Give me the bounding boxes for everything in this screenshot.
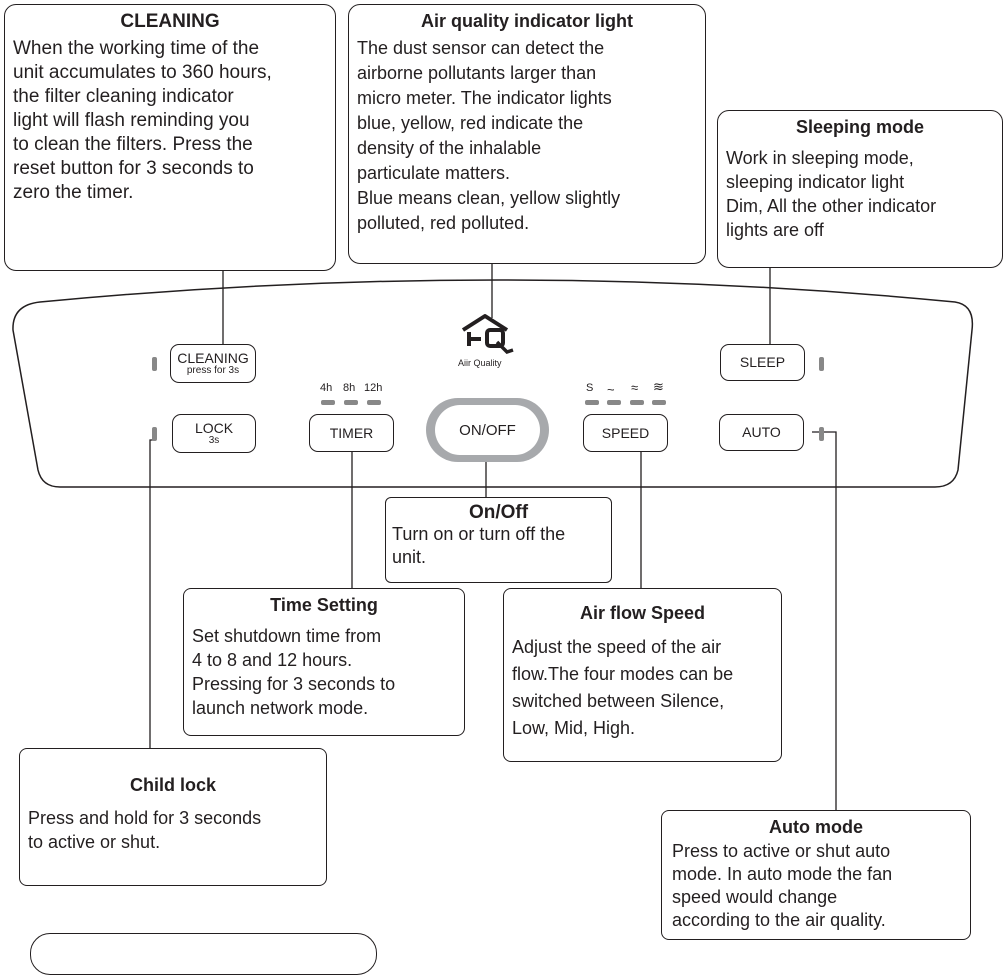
timer-indicator-8h <box>344 400 358 405</box>
speed-label-low: ~ <box>607 382 615 397</box>
cleaning-button-sublabel: press for 3s <box>186 365 240 376</box>
callout-text: Adjust the speed of the air flow.The fou… <box>512 637 734 738</box>
lock-button-label: LOCK <box>194 420 234 436</box>
cleaning-indicator-light <box>152 357 157 371</box>
speed-label-mid: ≈ <box>631 380 639 395</box>
logo-text: Aiir Quality <box>458 358 502 368</box>
speed-indicator-high <box>652 400 666 405</box>
callout-sleeping: Sleeping mode Work in sleeping mode, sle… <box>717 110 1003 268</box>
timer-indicator-12h <box>367 400 381 405</box>
connector-lines <box>12 263 974 810</box>
callout-cleaning: CLEANING When the working time of the un… <box>4 4 336 271</box>
callout-onoff: On/Off Turn on or turn off the unit. <box>385 497 612 583</box>
partial-box-edge <box>30 933 377 975</box>
lock-indicator-light <box>152 427 157 441</box>
timer-label-12h: 12h <box>364 382 383 394</box>
auto-connector <box>812 431 837 810</box>
lock-button[interactable]: LOCK 3s <box>172 414 256 453</box>
callout-title: Auto mode <box>769 817 863 837</box>
onoff-button[interactable]: ON/OFF <box>435 405 540 455</box>
air-quality-logo-icon <box>461 314 514 355</box>
auto-indicator-light <box>819 427 824 441</box>
lock-button-sublabel: 3s <box>208 435 220 446</box>
timer-button[interactable]: TIMER <box>309 414 394 452</box>
timer-label-4h: 4h <box>320 382 333 394</box>
callout-text: Set shutdown time from 4 to 8 and 12 hou… <box>192 626 396 718</box>
callout-title: Air flow Speed <box>579 603 705 623</box>
cleaning-button-label: CLEANING <box>177 350 249 366</box>
auto-button[interactable]: AUTO <box>719 414 804 451</box>
callout-time-setting: Time Setting Set shutdown time from 4 to… <box>183 588 465 736</box>
callout-title: Child lock <box>129 775 216 795</box>
control-panel-outline <box>12 279 974 488</box>
callout-text: Turn on or turn off the unit. <box>392 524 566 567</box>
sleep-button[interactable]: SLEEP <box>720 344 805 381</box>
speed-button-label: SPEED <box>601 424 650 441</box>
callout-title: On/Off <box>468 502 529 523</box>
timer-indicator-4h <box>321 400 335 405</box>
onoff-button-label: ON/OFF <box>459 421 516 439</box>
callout-air-quality: Air quality indicator light The dust sen… <box>348 4 706 264</box>
callout-title: Time Setting <box>270 595 378 615</box>
speed-indicator-silence <box>585 400 599 405</box>
callout-text: When the working time of the unit accumu… <box>13 38 272 203</box>
speed-label-silence: S <box>586 382 594 394</box>
sleep-indicator-light <box>819 357 824 371</box>
timer-label-8h: 8h <box>343 382 356 394</box>
speed-button[interactable]: SPEED <box>583 414 668 452</box>
callout-auto-mode: Auto mode Press to active or shut auto m… <box>661 810 971 940</box>
callout-child-lock: Child lock Press and hold for 3 seconds … <box>19 748 327 886</box>
speed-indicator-mid <box>630 400 644 405</box>
callout-title: CLEANING <box>120 11 220 32</box>
speed-label-high: ≋ <box>653 379 664 394</box>
sleep-button-label: SLEEP <box>739 354 786 370</box>
lock-connector <box>149 439 155 748</box>
cleaning-button[interactable]: CLEANING press for 3s <box>170 344 256 383</box>
callout-text: The dust sensor can detect the airborne … <box>357 38 621 233</box>
timer-button-label: TIMER <box>329 424 374 441</box>
callout-text: Work in sleeping mode, sleeping indicato… <box>726 148 937 240</box>
callout-title: Sleeping mode <box>795 117 925 137</box>
callout-title: Air quality indicator light <box>420 11 633 31</box>
callout-air-flow: Air flow Speed Adjust the speed of the a… <box>503 588 782 762</box>
callout-text: Press to active or shut auto mode. In au… <box>672 841 893 930</box>
callout-text: Press and hold for 3 seconds to active o… <box>28 808 262 852</box>
auto-button-label: AUTO <box>742 424 781 440</box>
speed-indicator-low <box>607 400 621 405</box>
